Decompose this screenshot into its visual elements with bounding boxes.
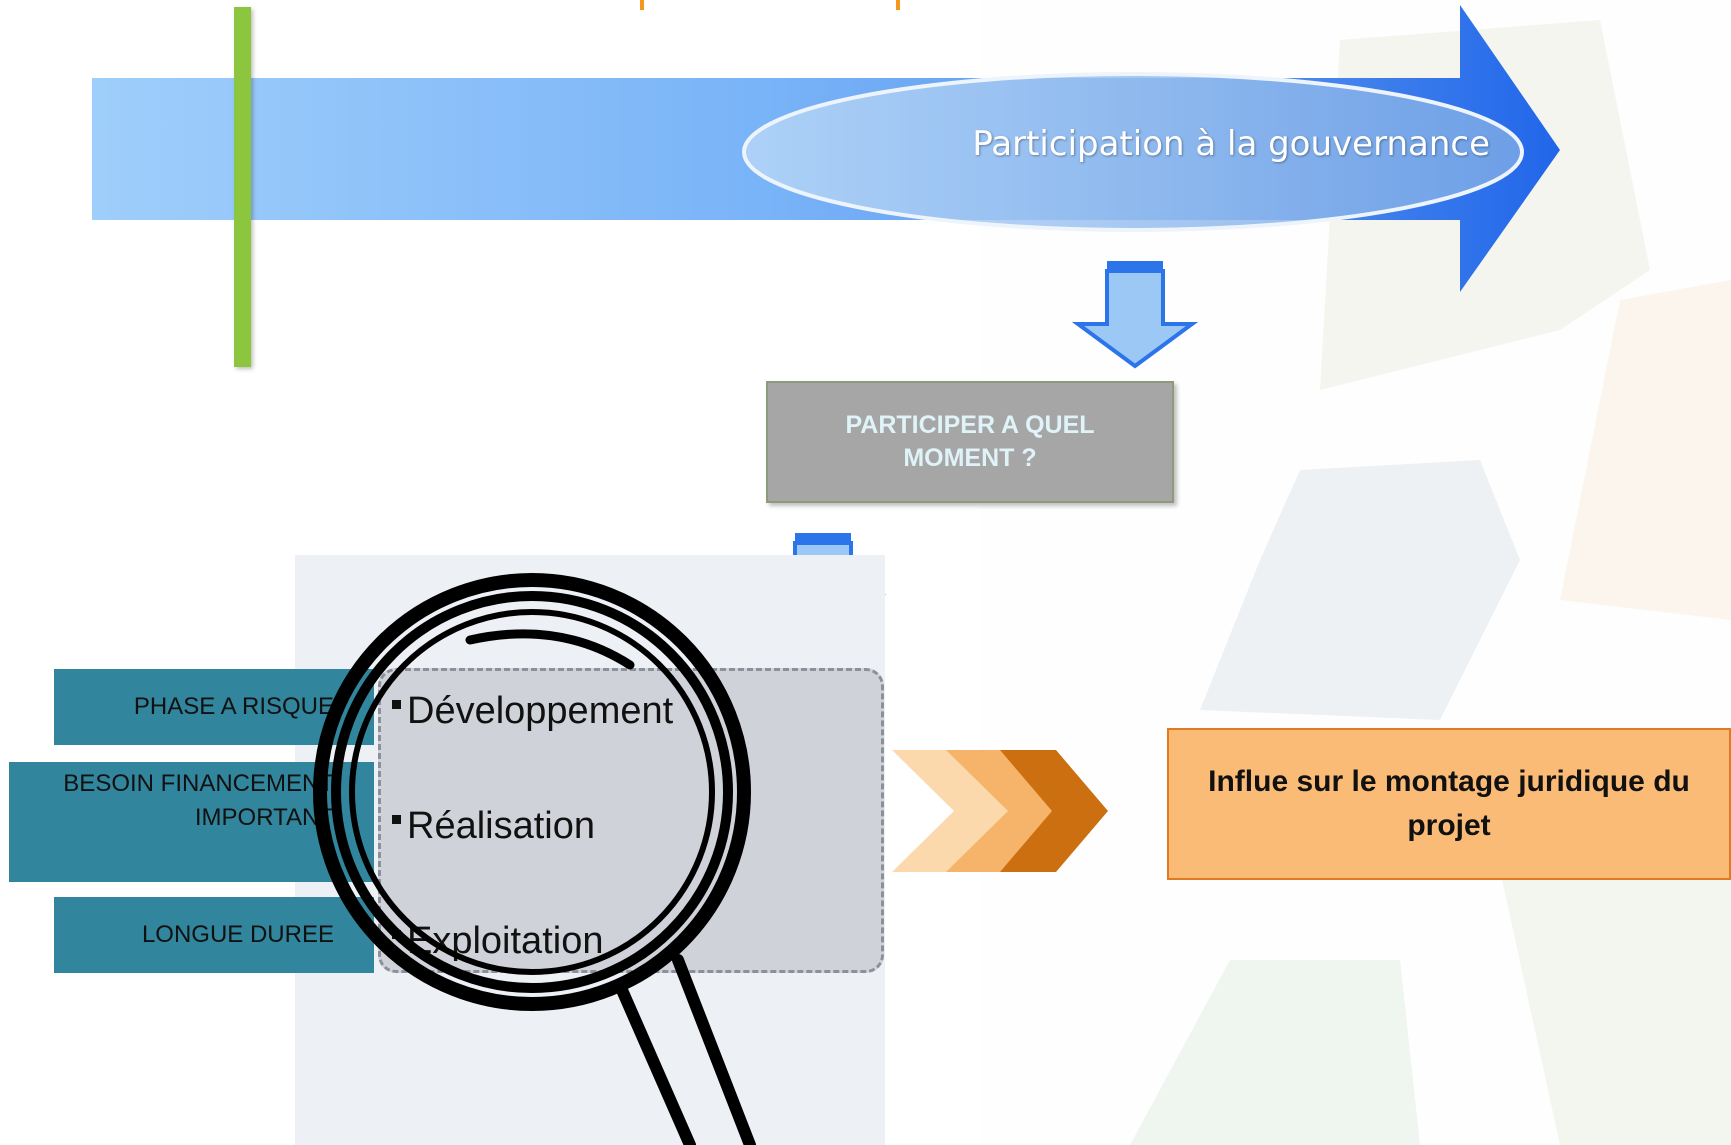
phase-item-exploitation: Exploitation [392, 920, 603, 963]
phase-label: Exploitation [407, 920, 604, 962]
phase-item-developpement: Développement [392, 690, 673, 733]
teal-label-longue-duree: LONGUE DUREE [54, 897, 374, 973]
down-arrow-icon [1071, 261, 1199, 369]
question-text: PARTICIPER A QUEL MOMENT ? [845, 411, 1095, 472]
triple-chevron-right-icon [892, 750, 1108, 872]
green-divider-bar [234, 7, 251, 367]
title-fragment-marks [640, 0, 900, 10]
phase-label: Réalisation [407, 805, 595, 847]
result-text: Influe sur le montage juridique du proje… [1208, 765, 1690, 842]
governance-label: Participation à la gouvernance [972, 124, 1490, 164]
bullet-icon [392, 700, 401, 710]
governance-ellipse [742, 72, 1524, 232]
bullet-icon [392, 815, 401, 825]
phases-box [378, 668, 884, 973]
question-box: PARTICIPER A QUEL MOMENT ? [766, 381, 1174, 503]
magnifying-glass-icon [313, 573, 756, 1145]
phase-label: Développement [407, 690, 674, 732]
teal-label-phase-risque: PHASE A RISQUE [54, 669, 374, 745]
teal-label-besoin-financement: BESOIN FINANCEMENT IMPORTANT [9, 762, 374, 882]
phase-item-realisation: Réalisation [392, 805, 595, 848]
result-box: Influe sur le montage juridique du proje… [1167, 728, 1731, 880]
